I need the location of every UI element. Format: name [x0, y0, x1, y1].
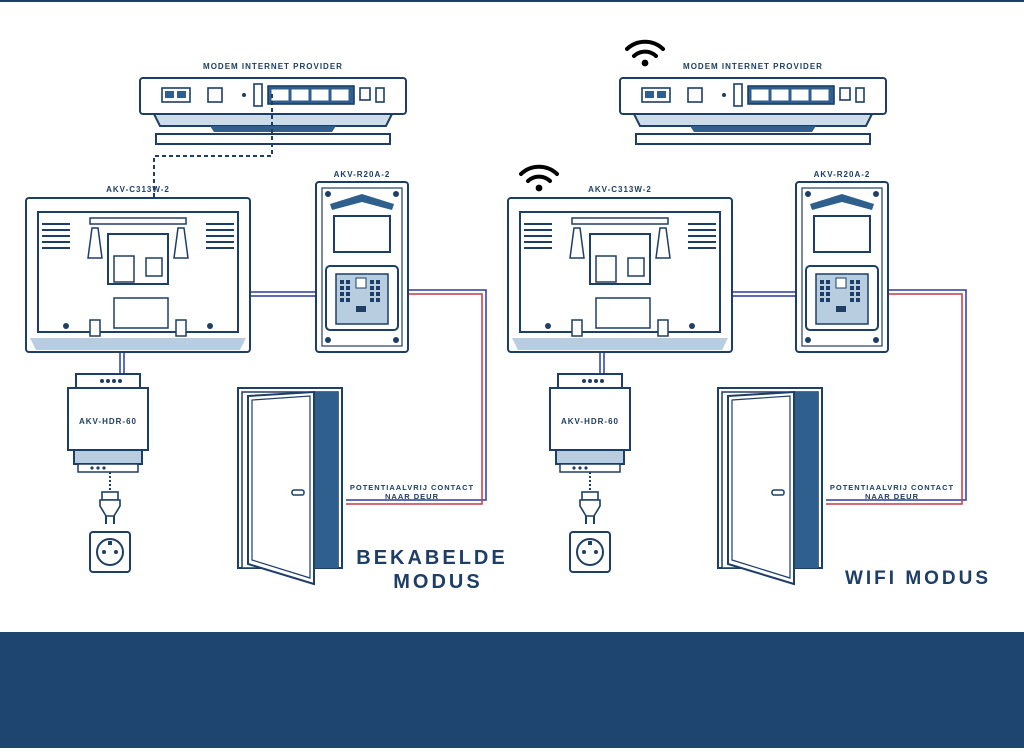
wifi-mode-title: WIFI MODUS — [845, 568, 991, 589]
right-contact-label-1: POTENTIAALVRIJ CONTACT — [830, 483, 954, 492]
left-monitor-label: AKV-C313W-2 — [106, 185, 170, 194]
wired-mode-title: BEKABELDE — [356, 547, 507, 569]
door-contact-wire — [826, 289, 967, 501]
left-modem-label: MODEM INTERNET PROVIDER — [203, 62, 343, 71]
right-psu-label: AKV-HDR-60 — [561, 417, 619, 426]
footer-band — [0, 632, 1024, 748]
wall-socket-icon — [569, 531, 611, 573]
door-contact-wire — [346, 289, 487, 501]
wifi-mode-section: MODEM INTERNET PROVIDER AKV-C313W-2 AKV-… — [507, 39, 991, 589]
monitor-icon — [25, 197, 251, 353]
wifi-icon — [519, 164, 559, 194]
wall-socket-icon — [89, 531, 131, 573]
router-icon — [619, 77, 887, 145]
left-contact-label-1: POTENTIAALVRIJ CONTACT — [350, 483, 474, 492]
left-contact-label-2: NAAR DEUR — [385, 492, 439, 501]
wired-mode-title-2: MODUS — [393, 571, 482, 593]
right-modem-label: MODEM INTERNET PROVIDER — [683, 62, 823, 71]
door-icon — [717, 387, 823, 585]
plug-icon — [579, 471, 601, 525]
door-icon — [237, 387, 343, 585]
wired-mode-section: MODEM INTERNET PROVIDER AKV-C313W-2 AKV-… — [25, 62, 507, 593]
plug-icon — [99, 471, 121, 525]
left-psu-label: AKV-HDR-60 — [79, 417, 137, 426]
doorbell-panel-icon — [795, 181, 889, 353]
right-contact-label-2: NAAR DEUR — [865, 492, 919, 501]
left-outdoor-label: AKV-R20A-2 — [334, 170, 391, 179]
right-outdoor-label: AKV-R20A-2 — [814, 170, 871, 179]
right-monitor-label: AKV-C313W-2 — [588, 185, 652, 194]
monitor-icon — [507, 197, 733, 353]
wifi-icon — [625, 39, 665, 69]
doorbell-panel-icon — [315, 181, 409, 353]
